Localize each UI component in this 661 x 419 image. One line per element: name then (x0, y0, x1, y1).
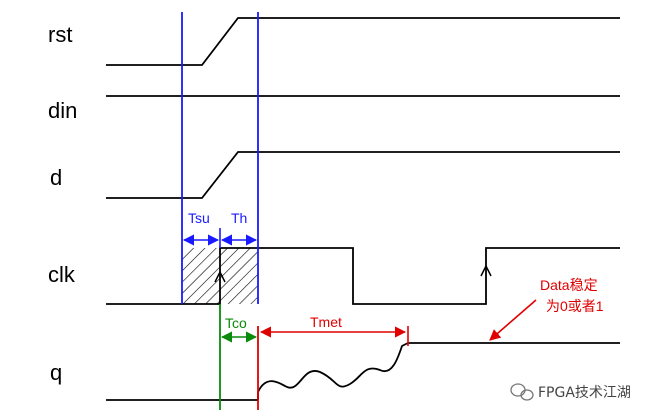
label-rst: rst (48, 22, 72, 47)
label-d: d (50, 165, 62, 190)
waveform-clk (106, 247, 620, 305)
wechat-icon (510, 383, 534, 401)
label-din: din (48, 98, 77, 123)
tsu-label: Tsu (188, 210, 210, 226)
label-clk: clk (48, 262, 76, 287)
label-q: q (50, 360, 62, 385)
watermark-text: FPGA技术江湖 (538, 385, 631, 401)
waveform-rst (106, 17, 620, 66)
note-line-2: 为0或者1 (546, 298, 604, 314)
note-pointer-arrow (489, 299, 537, 341)
th-label: Th (231, 210, 247, 226)
tco-label: Tco (225, 315, 247, 331)
tmet-label: Tmet (310, 314, 342, 330)
clk-edge-arrow (214, 270, 226, 283)
note-line-1: Data稳定 (540, 277, 598, 293)
waveform-q-metastable (257, 342, 620, 400)
clk-edge-arrow-2 (480, 264, 492, 277)
waveform-d (106, 151, 620, 199)
